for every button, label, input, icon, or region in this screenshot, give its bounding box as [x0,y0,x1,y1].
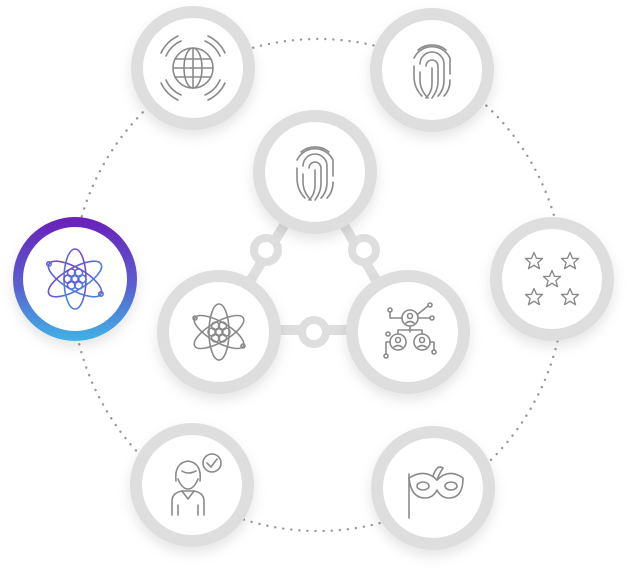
carnival-mask-icon [408,466,464,519]
user-verified-icon [171,453,222,516]
atom-icon [192,303,246,361]
node-network-users[interactable] [346,270,470,394]
globe-signal-icon [160,35,226,101]
user-network-icon [383,302,437,359]
node-atom-inner[interactable] [157,270,281,394]
node-fingerprint-top-right[interactable] [370,8,494,132]
stars-rating-icon [524,251,580,306]
node-globe[interactable] [131,6,255,130]
connector-junctions [250,234,380,348]
fingerprint-icon [296,146,334,201]
atom-icon [45,248,104,310]
node-user-check[interactable] [130,423,254,547]
node-atom-active[interactable] [13,217,137,341]
fingerprint-icon [413,44,451,99]
node-mask[interactable] [371,426,495,550]
node-fingerprint-center[interactable] [253,110,377,234]
node-stars[interactable] [490,217,614,341]
